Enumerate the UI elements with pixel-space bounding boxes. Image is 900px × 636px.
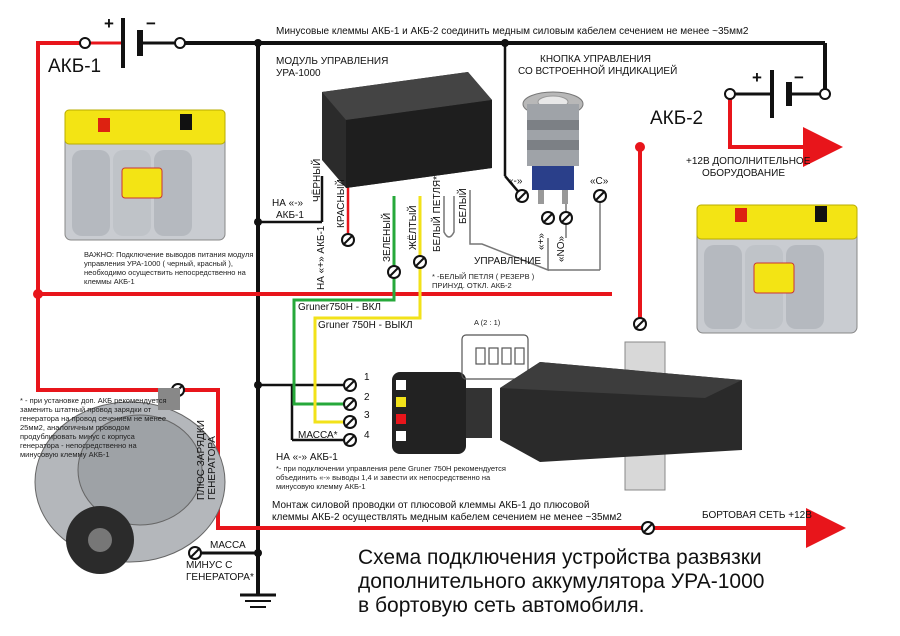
top-note: Минусовые клеммы АКБ-1 и АКБ-2 соединить… <box>276 26 749 37</box>
pin-1: 1 <box>364 372 370 383</box>
minus-gen-label: МИНУС С ГЕНЕРАТОРА* <box>186 560 254 583</box>
onboard-label: БОРТОВАЯ СЕТЬ +12В <box>702 510 812 521</box>
title-line-1: Схема подключения устройства развязки <box>358 546 762 569</box>
wire-black-label: ЧЁРНЫЙ <box>312 158 323 202</box>
mount-note-1: Монтаж силовой проводки от плюсовой клем… <box>272 500 590 511</box>
control-label: УПРАВЛЕНИЕ <box>474 256 542 267</box>
battery-akb1-illustration <box>64 109 226 241</box>
alternator-illustration <box>34 388 226 574</box>
pin-2: 2 <box>364 392 370 403</box>
akb1-minus: − <box>146 14 156 33</box>
relay-gruner <box>500 341 742 491</box>
battery-symbol-akb1 <box>79 18 186 68</box>
plus12-label-2: ОБОРУДОВАНИЕ <box>702 168 785 179</box>
control-button-illustration <box>522 91 584 204</box>
term-c-label: «C» <box>590 176 609 187</box>
ring-terminals <box>171 189 655 560</box>
relay-note: *- при подключении управления реле Grune… <box>276 464 506 491</box>
important-note: ВАЖНО: Подключение выводов питания модул… <box>84 250 254 286</box>
na-minus-akb1-b: АКБ-1 <box>276 210 304 221</box>
connector-ref: A (2 : 1) <box>474 318 501 327</box>
wire-red-label: КРАСНЫЙ <box>336 179 347 228</box>
term-plus-label: «+» <box>536 233 547 250</box>
plus12-label-1: +12В ДОПОЛНИТЕЛЬНОЕ <box>686 156 811 167</box>
akb1-label: АКБ-1 <box>48 56 102 77</box>
connector-drawing <box>461 334 529 380</box>
pin-3: 3 <box>364 410 370 421</box>
term-no-label: «NO» <box>556 235 567 262</box>
massa-star-label: МАССА* <box>298 430 338 441</box>
control-module-box <box>322 72 492 188</box>
plus-charge-label: ПЛЮС ЗАРЯДКИ ГЕНЕРАТОРА <box>196 420 218 500</box>
akb2-minus: − <box>794 68 804 87</box>
module-title-1: МОДУЛЬ УПРАВЛЕНИЯ <box>276 56 389 67</box>
na-plus-akb1-label: НА «+» АКБ-1 <box>316 225 327 290</box>
term-minus-label: «-» <box>508 176 523 187</box>
akb2-label: АКБ-2 <box>650 108 704 129</box>
na-minus-akb1-bottom: НА «-» АКБ-1 <box>276 452 338 463</box>
na-minus-akb1-a: НА «-» <box>272 198 304 209</box>
battery-symbol-akb2 <box>724 70 831 118</box>
alternator-note: * - при установке доп. АКБ рекомендуется… <box>20 396 167 459</box>
junction-dots <box>33 39 645 557</box>
battery-akb2-illustration <box>696 204 858 334</box>
title-line-2: дополнительного аккумулятора УРА-1000 <box>358 570 765 593</box>
wire-green-label: ЗЕЛЕНЫЙ <box>382 212 393 262</box>
akb2-plus: + <box>752 68 762 87</box>
title-line-3: в бортовую сеть автомобиля. <box>358 594 645 617</box>
wire-yellow-label: ЖЁЛТЫЙ <box>408 205 419 250</box>
pin-4: 4 <box>364 430 370 441</box>
module-title-2: УРА-1000 <box>276 68 321 79</box>
gruner-off-label: Gruner 750H - ВЫКЛ <box>318 320 413 331</box>
white-loop-note: * -БЕЛЫЙ ПЕТЛЯ ( РЕЗЕРВ ) ПРИНУД. ОТКЛ. … <box>432 272 535 290</box>
massa-label: МАССА <box>210 540 246 551</box>
button-title-2: СО ВСТРОЕННОЙ ИНДИКАЦИЕЙ <box>518 66 678 77</box>
relay-connector <box>392 372 492 454</box>
gruner-on-label: Gruner750H - ВКЛ <box>298 302 381 313</box>
akb1-plus: + <box>104 14 114 33</box>
wire-white-label: БЕЛЫЙ <box>458 188 469 224</box>
wire-white-loop-label: БЕЛЫЙ ПЕТЛЯ* <box>432 175 443 252</box>
button-title-1: КНОПКА УПРАВЛЕНИЯ <box>540 54 651 65</box>
mount-note-2: клеммы АКБ-2 осуществлять медным кабелем… <box>272 512 622 523</box>
